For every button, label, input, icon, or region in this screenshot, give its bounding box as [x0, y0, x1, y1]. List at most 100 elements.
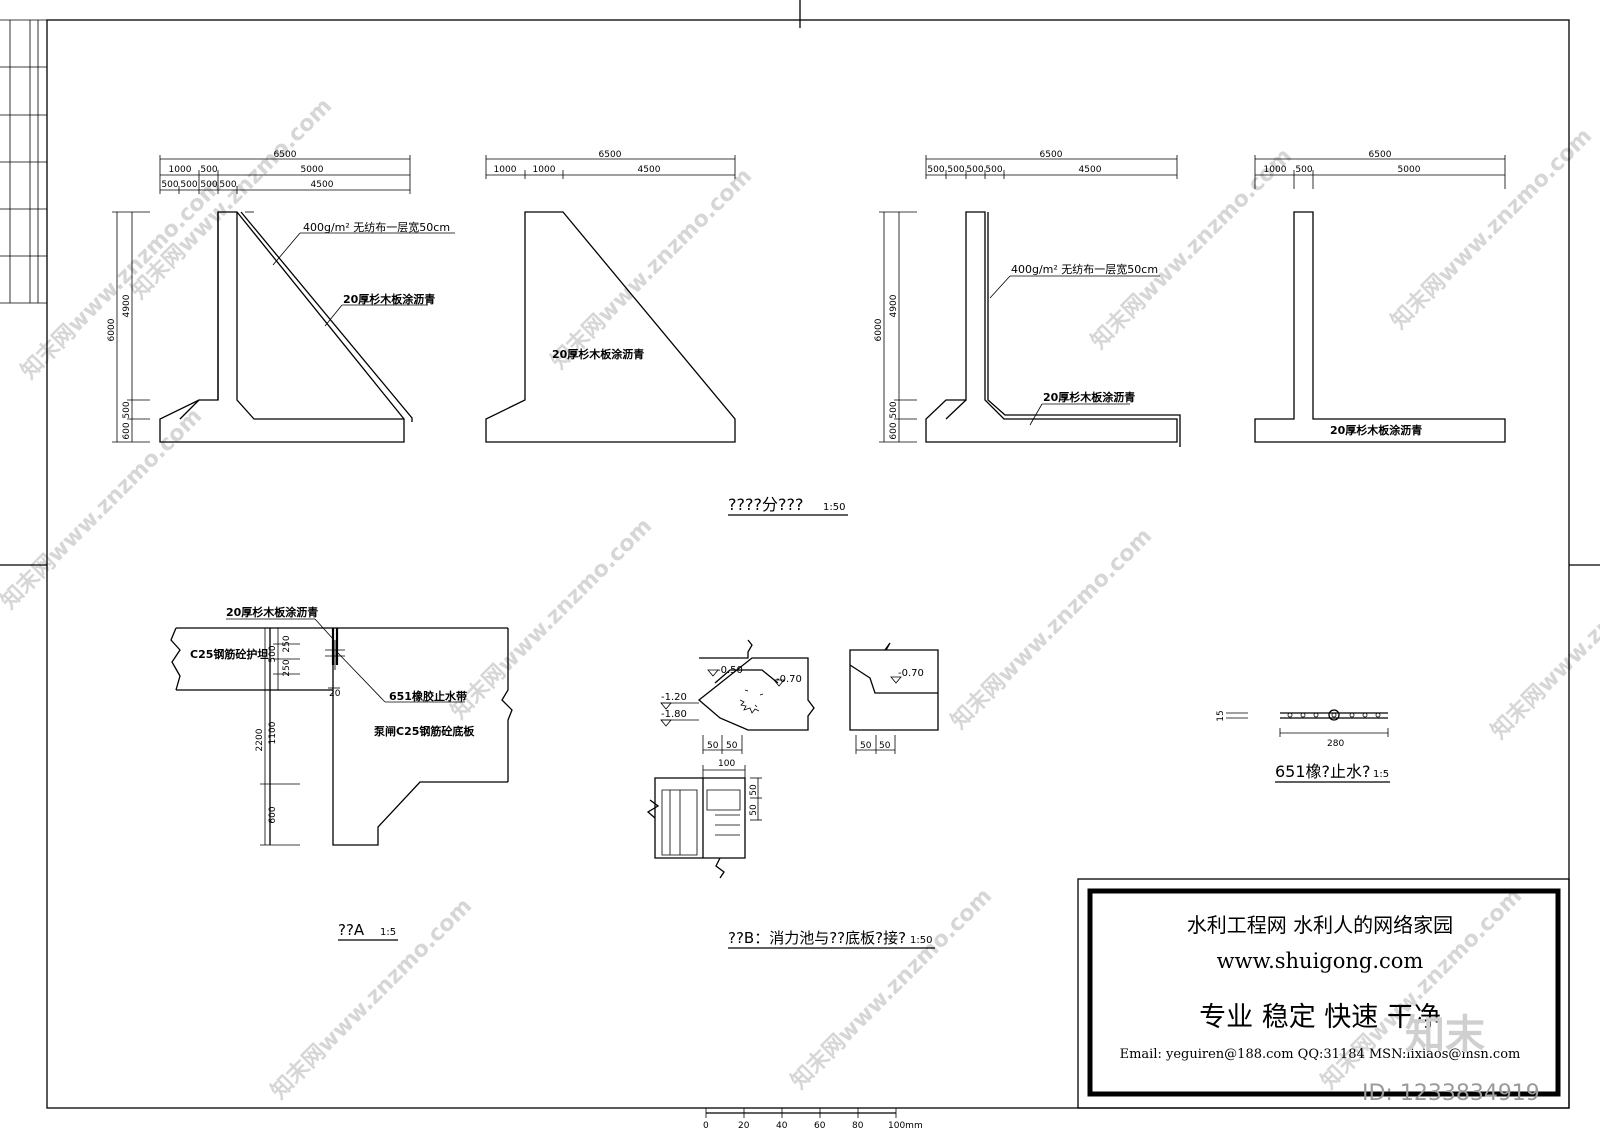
dim-text: 500 — [122, 401, 132, 418]
watermark: 知末网www.znzmo.com — [786, 883, 997, 1094]
detail-a: 250 500 250 2200 1100 600 20 20厚杉木板涂沥青 C… — [170, 605, 513, 941]
detail-title: 651橡?止水? — [1275, 762, 1371, 781]
dim-text: 280 — [1327, 739, 1344, 749]
dim-text: 100 — [718, 759, 735, 769]
label-fabric: 400g/m² 无纺布一层宽50cm — [303, 220, 450, 234]
elevation-text: -1.20 — [661, 692, 687, 703]
dim-text: 6500 — [599, 150, 622, 160]
titleblock-line2: www.shuigong.com — [1217, 949, 1424, 973]
label-board: 20厚杉木板涂沥青 — [226, 605, 318, 619]
dim-text: 4500 — [638, 165, 661, 175]
dim-text: 6500 — [274, 150, 297, 160]
watermark: 知末网www.znzmo.com — [126, 93, 337, 304]
waterstop-detail: 280 15 651橡?止水? 1:5 — [1216, 709, 1390, 783]
label-board: 20厚杉木板涂沥青 — [1330, 423, 1422, 437]
dim-text: 1000 — [169, 165, 192, 175]
wall-profile-1: 6500 1000 500 5000 500 500 500 500 4500 … — [107, 150, 455, 443]
elevation-text: -0.70 — [898, 668, 924, 679]
elevation-text: -1.80 — [661, 709, 687, 720]
scale-label: 20 — [738, 1121, 750, 1130]
titleblock-line4: Email: yeguiren@188.com QQ:31184 MSN:lix… — [1120, 1047, 1521, 1062]
label-board: 20厚杉木板涂沥青 — [552, 347, 644, 361]
elevation-text: -0.70 — [776, 674, 802, 685]
watermark: 知末网www.znzmo.com — [0, 403, 207, 614]
dim-text: 50 — [749, 784, 759, 796]
scale-label: 100mm — [888, 1121, 923, 1130]
titleblock-line3: 专业 稳定 快速 干净 — [1199, 1002, 1441, 1033]
dim-text: 50 — [879, 741, 891, 751]
wall-profile-4: 6500 1000 500 5000 20厚杉木板涂沥青 — [1254, 150, 1506, 443]
detail-scale: 1:50 — [910, 935, 932, 946]
dim-text: 15 — [1216, 710, 1226, 721]
dim-text: 1100 — [268, 721, 278, 744]
elevation-text: -0.50 — [717, 665, 743, 676]
dim-text: 50 — [860, 741, 872, 751]
dim-text: 4500 — [1079, 165, 1102, 175]
dim-text: 4500 — [311, 180, 334, 190]
label-waterstop: 651橡胶止水带 — [389, 689, 467, 703]
dim-text: 600 — [122, 422, 132, 439]
wall-profile-3: 6500 500 500 500 500 4500 6000 4900 500 … — [874, 150, 1181, 447]
watermark: 知末网www.znzmo.com — [946, 523, 1157, 734]
watermark: 知末网www.znzmo.com — [266, 893, 477, 1104]
dim-text: 500 — [200, 165, 217, 175]
scale-label: 0 — [703, 1121, 709, 1130]
brand-logo: 知末 — [1405, 1012, 1485, 1058]
dim-text: 5000 — [301, 165, 324, 175]
detail-b: -0.50 -0.70 -1.20 -1.80 50 50 -0.70 50 5… — [646, 639, 939, 949]
dim-text: 6500 — [1040, 150, 1063, 160]
dim-text: 500 — [947, 165, 964, 175]
label-board: 20厚杉木板涂沥青 — [343, 292, 435, 306]
scale-bar: 0 20 40 60 80 100mm — [703, 1108, 923, 1130]
dim-text: 500 — [200, 180, 217, 190]
dim-text: 2200 — [255, 728, 265, 751]
dim-text: 500 — [268, 645, 278, 662]
dim-text: 250 — [282, 635, 292, 652]
detail-title: ??A — [338, 921, 365, 939]
watermark: 知末网www.znzmo.com — [446, 513, 657, 724]
dim-text: 6000 — [874, 318, 884, 341]
dim-text: 20 — [329, 689, 341, 699]
label-fabric: 400g/m² 无纺布一层宽50cm — [1011, 262, 1158, 276]
dim-text: 500 — [161, 180, 178, 190]
title-block: 水利工程网 水利人的网络家园 www.shuigong.com 专业 稳定 快速… — [1077, 878, 1570, 1109]
dim-text: 500 — [219, 180, 236, 190]
section-scale: 1:50 — [823, 502, 845, 513]
scale-label: 40 — [776, 1121, 788, 1130]
dim-text: 1000 — [494, 165, 517, 175]
detail-title: ??B：消力池与??底板?接? — [728, 929, 906, 947]
wall-profile-2: 6500 1000 1000 4500 20厚杉木板涂沥青 — [485, 150, 736, 443]
dim-text: 600 — [889, 422, 899, 439]
dim-text: 50 — [749, 804, 759, 816]
dim-text: 500 — [985, 165, 1002, 175]
dim-text: 4900 — [122, 294, 132, 317]
dim-text: 500 — [889, 401, 899, 418]
dim-text: 6000 — [107, 318, 117, 341]
label-slab: 泵闸C25钢筋砼底板 — [374, 724, 475, 738]
dim-text: 5000 — [1398, 165, 1421, 175]
dim-text: 50 — [707, 741, 719, 751]
dim-text: 1000 — [533, 165, 556, 175]
dim-text: 1000 — [1264, 165, 1287, 175]
watermark: 知末网www.znzmo.com — [1386, 123, 1597, 334]
section1-caption: ????分??? 1:50 — [728, 495, 848, 516]
titleblock-line1: 水利工程网 水利人的网络家园 — [1187, 913, 1453, 937]
section-title: ????分??? — [728, 495, 803, 514]
watermark: 知末网www.znzmo.com — [546, 163, 757, 374]
dim-text: 500 — [966, 165, 983, 175]
image-id: ID: 1233834919 — [1362, 1081, 1540, 1106]
label-apron: C25钢筋砼护坦 — [190, 647, 268, 661]
dim-text: 500 — [180, 180, 197, 190]
scale-label: 60 — [814, 1121, 826, 1130]
dim-text: 500 — [1295, 165, 1312, 175]
dim-text: 500 — [927, 165, 944, 175]
dim-text: 50 — [726, 741, 738, 751]
dim-text: 600 — [268, 806, 278, 823]
scale-label: 80 — [852, 1121, 864, 1130]
label-board: 20厚杉木板涂沥青 — [1043, 390, 1135, 404]
detail-scale: 1:5 — [380, 927, 396, 938]
dim-text: 250 — [282, 659, 292, 676]
dim-text: 6500 — [1369, 150, 1392, 160]
